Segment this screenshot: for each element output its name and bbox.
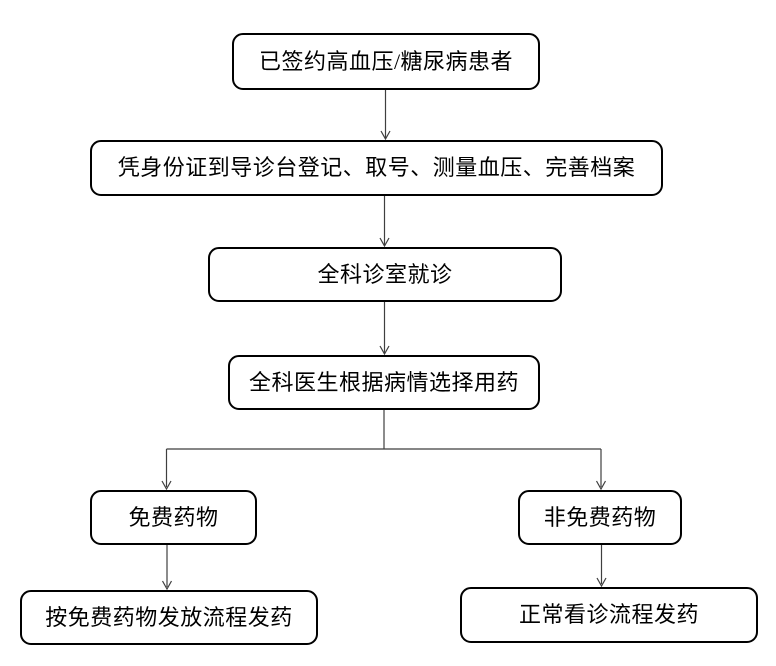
flow-node-registration: 凭身份证到导诊台登记、取号、测量血压、完善档案 xyxy=(90,140,663,196)
flow-node-free-dispensing-process: 按免费药物发放流程发药 xyxy=(20,590,318,645)
arrow-branch-to-non-free-medication xyxy=(595,449,607,491)
arrow-gp-clinic-to-medication-choice xyxy=(379,302,390,356)
flow-node-free-medication: 免费药物 xyxy=(90,490,257,545)
flow-node-non-free-medication: 非免费药物 xyxy=(518,490,682,545)
arrow-branch-to-free-medication xyxy=(161,449,172,491)
flow-node-gp-selects-medication: 全科医生根据病情选择用药 xyxy=(228,355,540,410)
arrow-signed-patients-to-registration xyxy=(380,90,391,141)
flow-node-gp-clinic-visit: 全科诊室就诊 xyxy=(208,247,562,302)
flow-node-normal-dispensing-process: 正常看诊流程发药 xyxy=(460,587,758,643)
arrow-registration-to-gp-clinic xyxy=(379,196,390,248)
arrow-non-free-to-normal-dispensing xyxy=(596,545,607,588)
arrow-free-medication-to-dispensing xyxy=(161,545,173,591)
flow-node-signed-patients: 已签约高血压/糖尿病患者 xyxy=(232,33,540,90)
